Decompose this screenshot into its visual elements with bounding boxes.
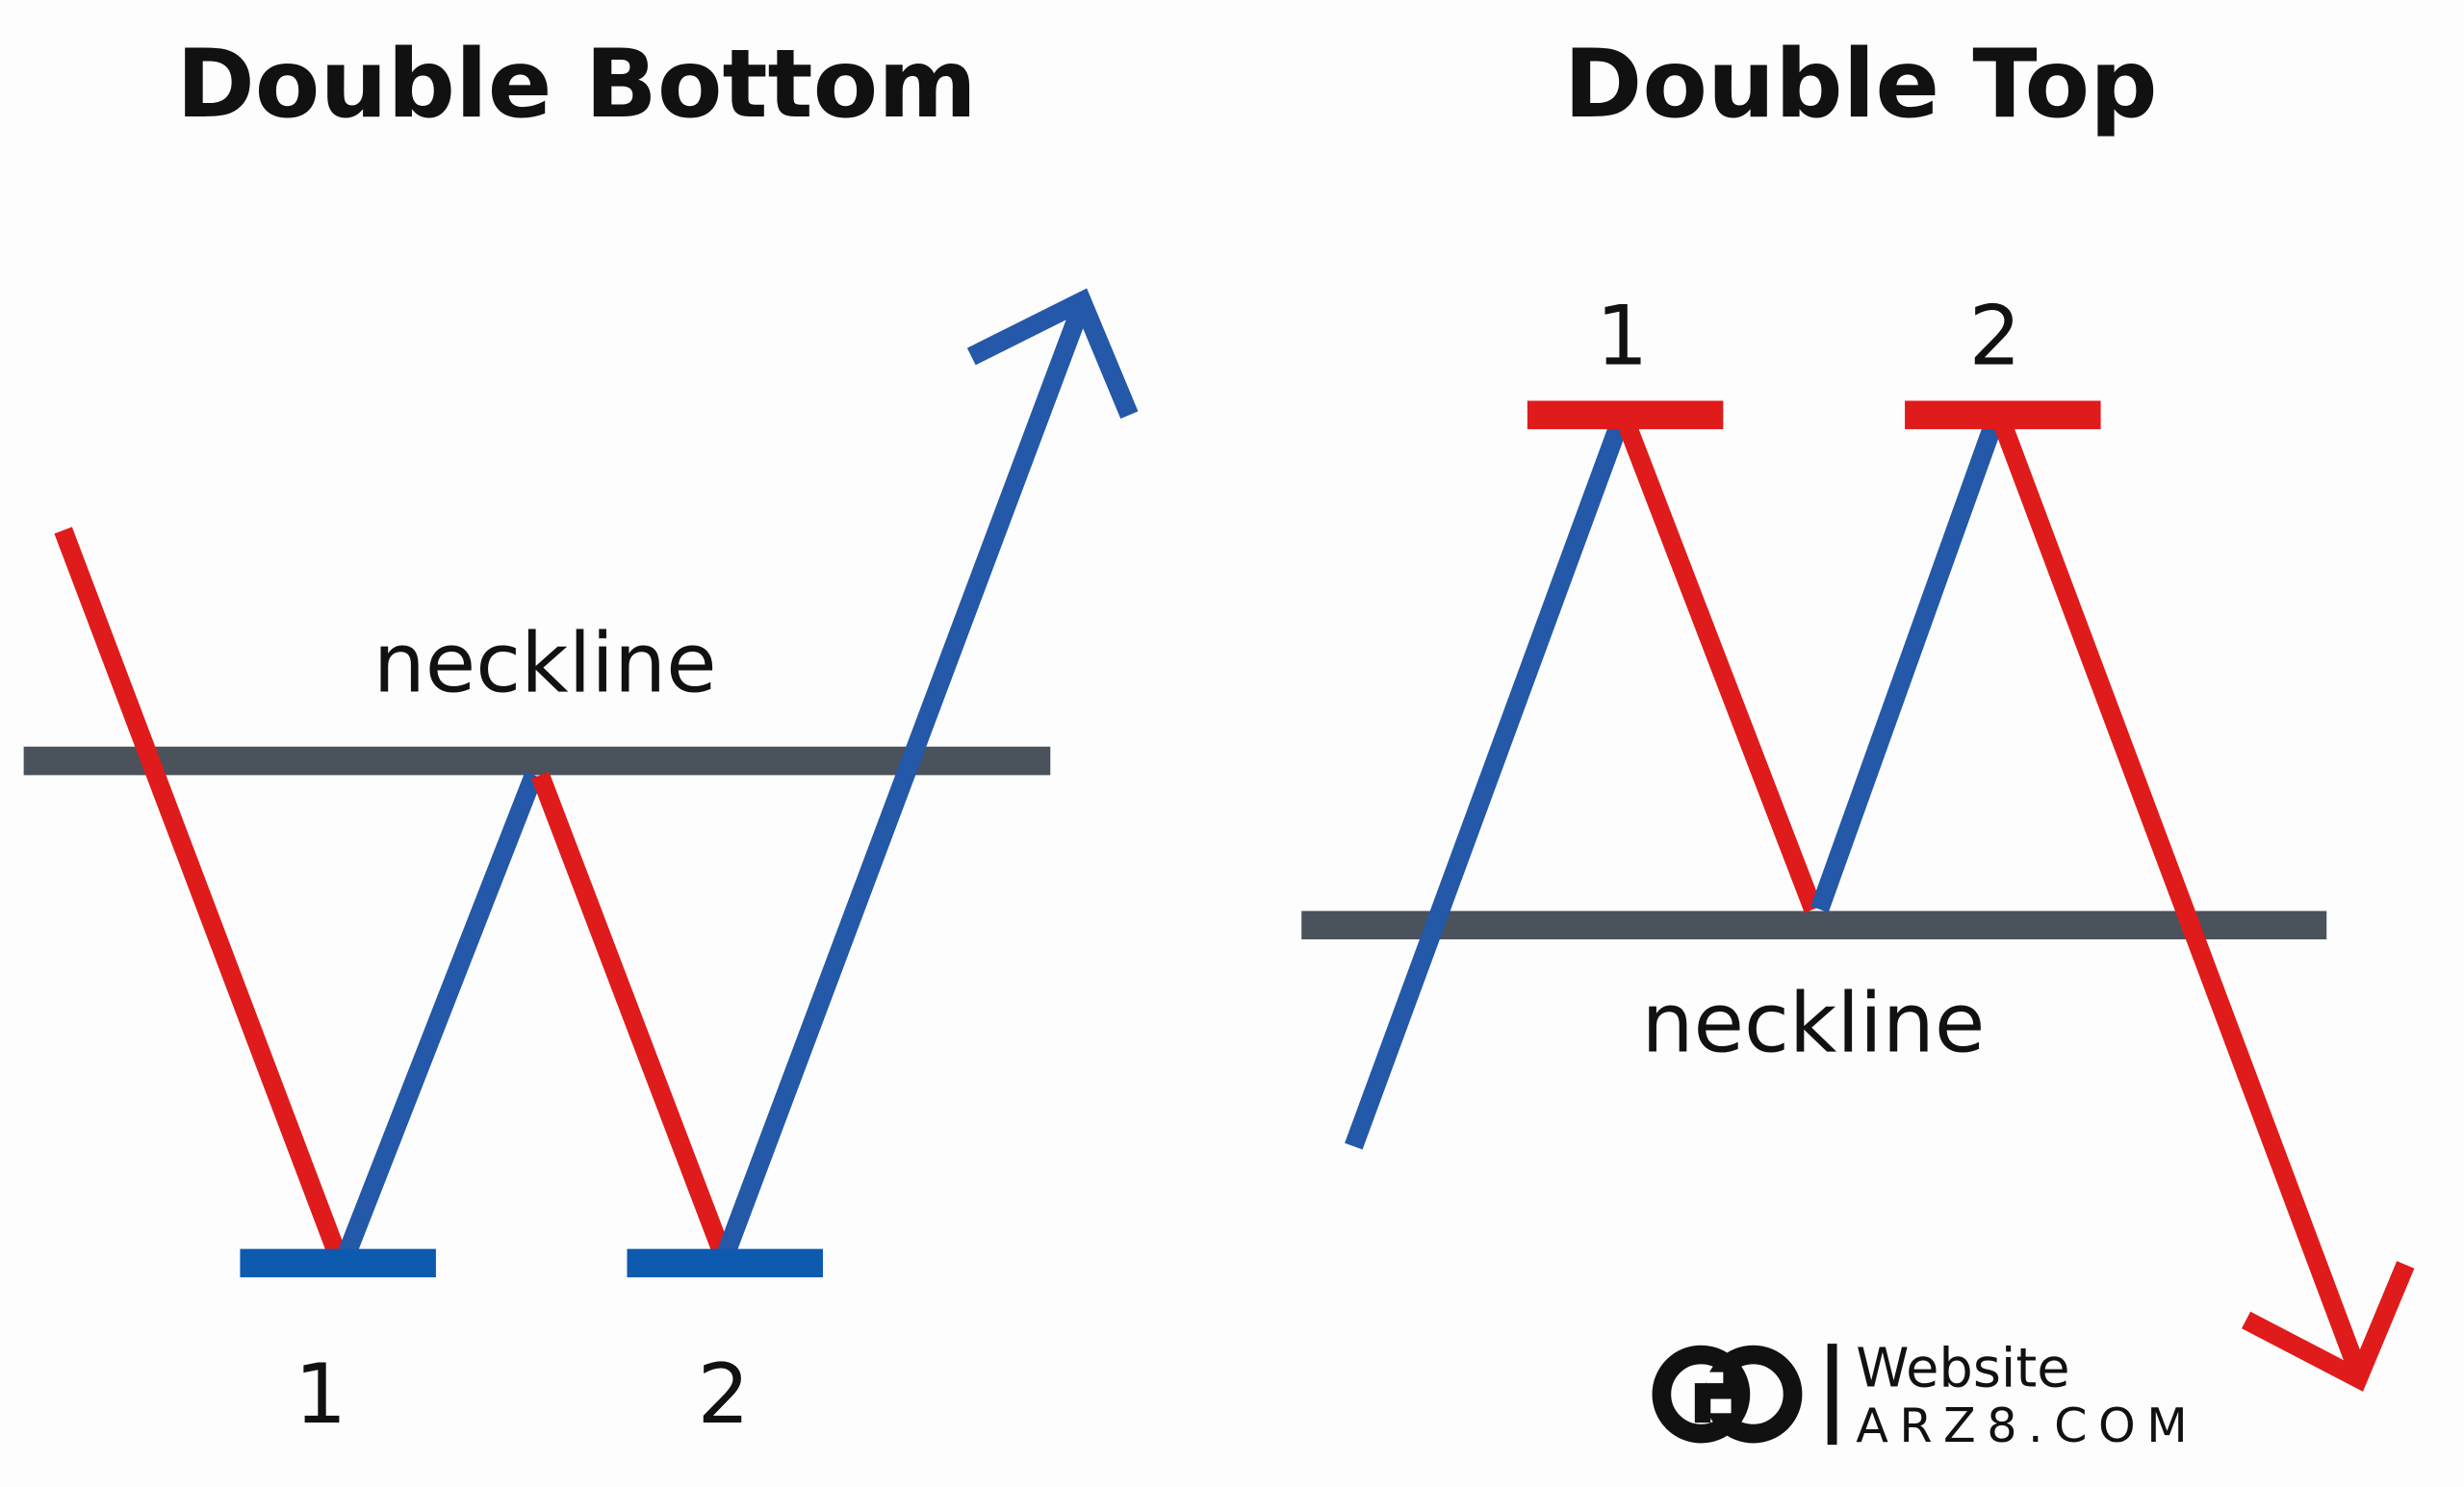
top-1-bar	[1527, 400, 1724, 429]
neckline-label: neckline	[1641, 977, 1985, 1072]
uptrend-leg	[1345, 421, 1629, 1150]
arrow-up-icon	[966, 288, 1139, 419]
double-bottom-panel: Double Bottom neckline 1 2	[23, 30, 1139, 1443]
top-1-label: 1	[1596, 290, 1648, 385]
downtrend-leg	[54, 526, 346, 1256]
rally-leg	[338, 771, 543, 1256]
bottom-2-label: 2	[697, 1347, 749, 1443]
bottom-1-label: 1	[295, 1347, 346, 1443]
neckline-label: neckline	[373, 616, 717, 711]
top-2-bar	[1905, 400, 2101, 429]
double-top-panel: Double Top 1 2 neckline	[1301, 30, 2415, 1392]
bottom-1-bar	[240, 1248, 436, 1278]
decline-leg	[531, 771, 732, 1256]
breakdown-leg	[1993, 421, 2368, 1376]
double-bottom-title: Double Bottom	[176, 30, 977, 140]
breakout-leg	[717, 300, 1091, 1256]
logo-text-website: Website	[1856, 1337, 2069, 1399]
pullback-leg	[1618, 421, 1823, 913]
double-top-title: Double Top	[1564, 30, 2158, 140]
bottom-2-bar	[627, 1248, 823, 1278]
logo-text-domain: ARZ8.COM	[1856, 1397, 2198, 1453]
logo-mark-icon	[1652, 1345, 1803, 1444]
arz8-logo: Website ARZ8.COM	[1652, 1337, 2198, 1453]
arrow-down-icon	[2241, 1261, 2415, 1392]
logo-divider	[1827, 1344, 1837, 1446]
rally-leg	[1810, 421, 2003, 913]
top-2-label: 2	[1968, 290, 2020, 385]
